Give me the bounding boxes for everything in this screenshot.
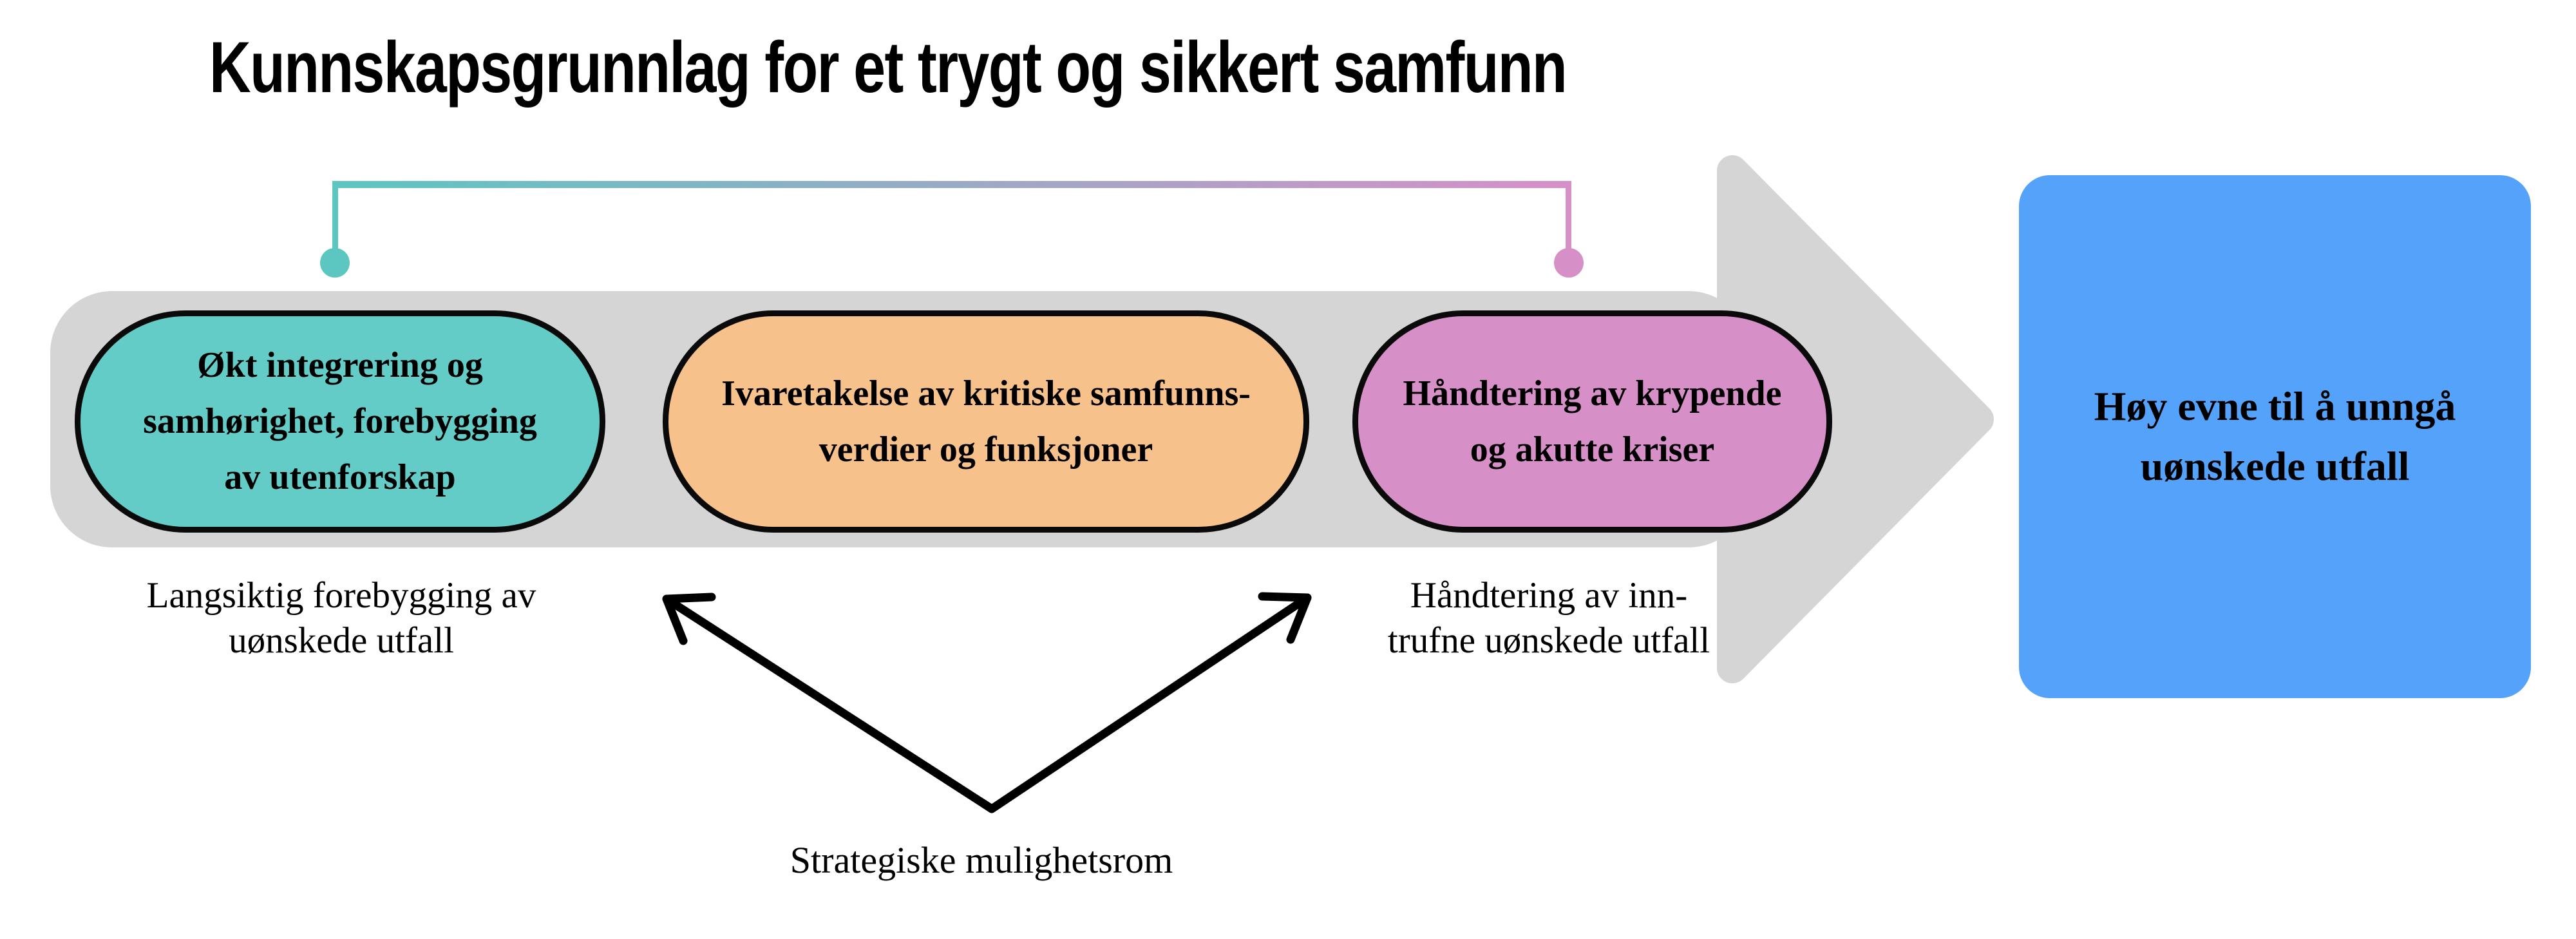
strategic-v-arrows [662,592,1312,813]
arrowhead-right [1258,592,1312,644]
outcome-box: Høy evne til å unngå uønskede utfall [2019,175,2531,698]
phase-label-forebygging: Langsiktig forebygging av uønskede utfal… [146,575,536,661]
stage-pill-handtering: Håndtering av krypende og akutte kriser [1352,310,1832,533]
page-title: Kunnskapsgrunnlag for et trygt og sikker… [209,27,1567,108]
stage-pill-label: Håndtering av krypende og akutte kriser [1403,373,1782,470]
pink-dot [1554,248,1584,278]
strategic-label: Strategiske mulighetsrom [790,839,1173,881]
stage-pill-integrering: Økt integrering og samhørighet, forebygg… [75,310,605,533]
outcome-label: Høy evne til å unngå uønskede utfall [2094,383,2456,489]
arrowhead-left [662,593,716,645]
stage-pill-label: Økt integrering og samhørighet, forebygg… [143,345,537,497]
phase-label-handtering: Håndtering av inn- trufne uønskede utfal… [1387,575,1710,661]
teal-dot [320,248,350,278]
stage-pill-label: Ivaretakelse av kritiske samfunns- verdi… [721,373,1251,470]
bracket-connector [320,181,1584,278]
stage-pill-ivaretakelse: Ivaretakelse av kritiske samfunns- verdi… [663,310,1309,533]
